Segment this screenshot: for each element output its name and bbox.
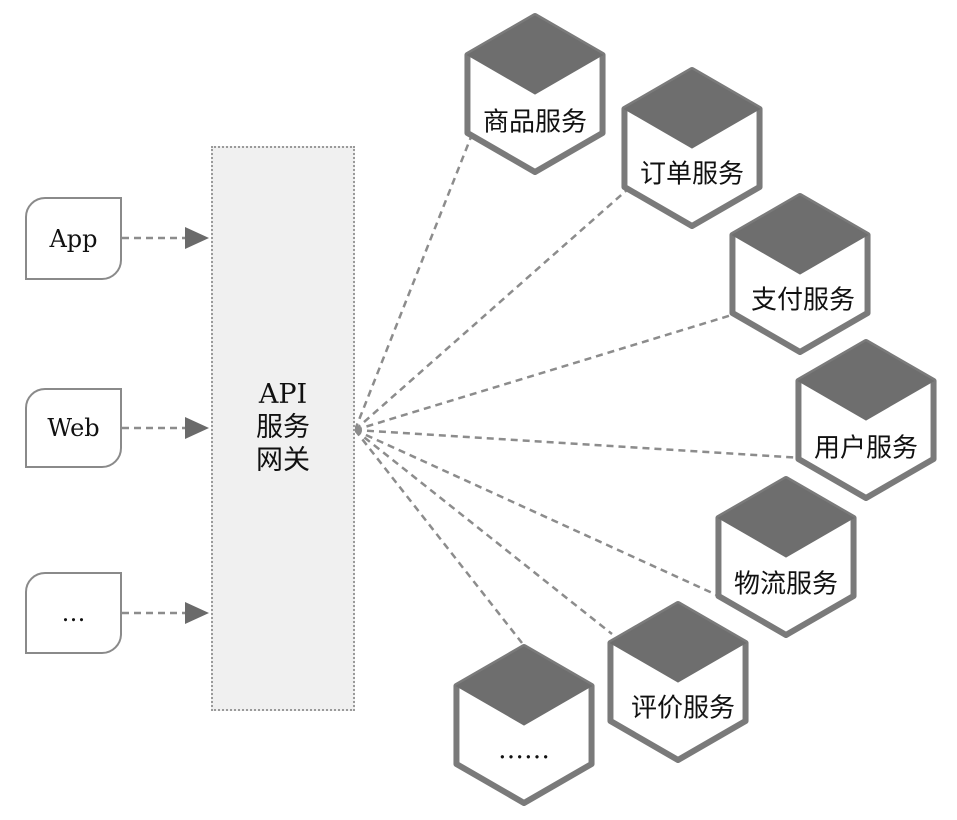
api-gateway-label-line3: 网关 [256, 444, 310, 476]
client-arrow [122, 417, 209, 439]
client-app: App [25, 197, 122, 280]
service-label-review: 评价服务 [630, 693, 736, 724]
service-label-logistics: 物流服务 [733, 569, 839, 600]
service-link [354, 429, 523, 644]
api-gateway-label-line1: API [258, 379, 308, 411]
service-label-order: 订单服务 [639, 159, 745, 190]
service-label-user: 用户服务 [813, 433, 919, 464]
client-more-label: … [61, 599, 86, 627]
arrow-head-icon [185, 417, 209, 439]
service-cube-more [453, 644, 595, 806]
service-link [354, 188, 629, 431]
service-cube-user [795, 339, 937, 501]
client-web-label: Web [47, 414, 100, 442]
api-gateway-label-line2: 服务 [256, 412, 310, 444]
arrow-head-icon [185, 602, 209, 624]
client-web: Web [25, 388, 122, 468]
service-link [353, 136, 473, 431]
client-arrow [122, 227, 209, 249]
service-cube-payment [729, 193, 871, 355]
client-app-label: App [49, 224, 98, 253]
client-more: … [25, 572, 122, 654]
arrow-head-icon [185, 227, 209, 249]
service-label-more: …… [498, 735, 550, 765]
service-cube-order [621, 67, 763, 229]
service-cube-review [607, 601, 749, 763]
service-link [354, 429, 613, 635]
service-link [354, 428, 720, 598]
api-gateway: API 服务 网关 [211, 146, 355, 711]
service-label-product: 商品服务 [482, 107, 588, 138]
service-cube-product [464, 13, 606, 175]
service-link [354, 312, 736, 432]
client-arrow [122, 602, 209, 624]
service-label-payment: 支付服务 [750, 285, 856, 316]
service-cube-logistics [715, 476, 857, 638]
service-link [354, 428, 820, 461]
